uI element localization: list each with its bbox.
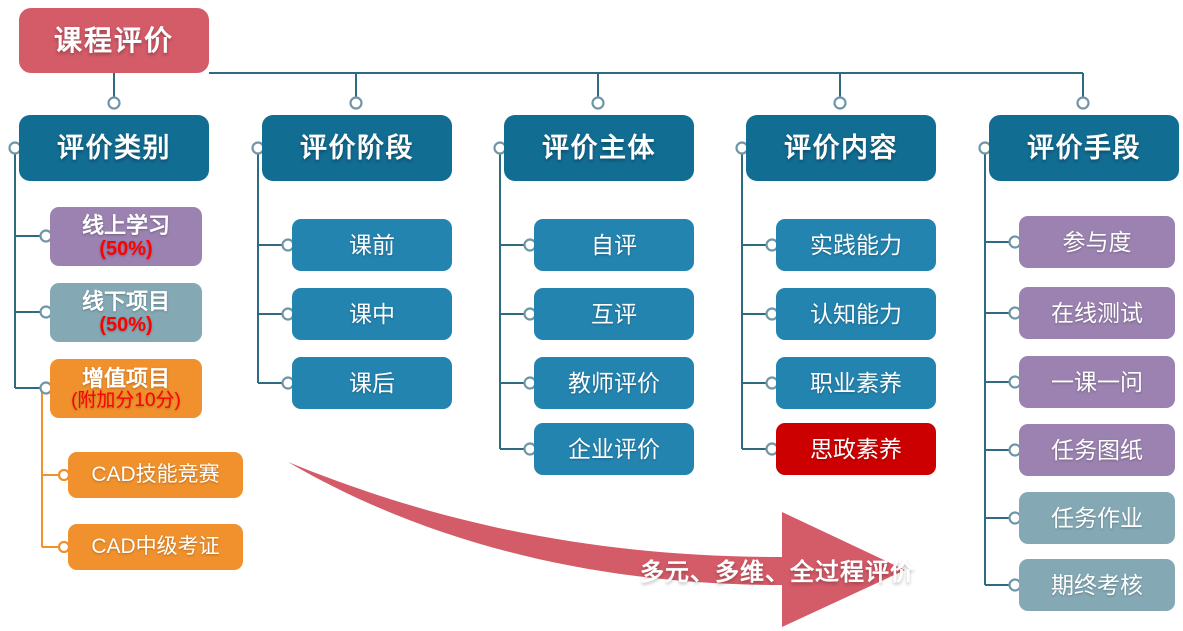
node-task-drawing[interactable]: 任务图纸: [1019, 424, 1175, 476]
node-label: 线下项目: [81, 289, 170, 315]
process-arrow: [288, 462, 905, 627]
node-professional-quality[interactable]: 职业素养: [776, 357, 936, 409]
node-task-assignment[interactable]: 任务作业: [1019, 492, 1175, 544]
column-header-label: 评价手段: [1027, 132, 1141, 163]
node-bonus: (附加分10分): [71, 390, 181, 412]
column-header-label: 评价内容: [784, 132, 898, 163]
node-label: 自评: [591, 231, 637, 258]
node-participation[interactable]: 参与度: [1019, 216, 1175, 268]
node-label: 期终考核: [1051, 571, 1143, 598]
node-offline-project[interactable]: 线下项目 (50%): [50, 283, 202, 342]
node-label: 增值项目: [81, 365, 170, 391]
column-header-label: 评价阶段: [300, 132, 414, 163]
root-node[interactable]: 课程评价: [19, 8, 209, 73]
column-header-evaluation-category[interactable]: 评价类别: [19, 115, 209, 181]
joint-col5-top: [1076, 96, 1090, 110]
node-peer-evaluation[interactable]: 互评: [534, 288, 694, 340]
node-label: 任务作业: [1051, 504, 1143, 531]
joint-col1-top: [107, 96, 121, 110]
root-node-label: 课程评价: [53, 24, 174, 56]
node-final-assessment[interactable]: 期终考核: [1019, 559, 1175, 611]
column-header-evaluation-content[interactable]: 评价内容: [746, 115, 936, 181]
node-label: 课中: [349, 300, 395, 327]
node-cad-skills-competition[interactable]: CAD技能竞赛: [68, 452, 243, 498]
node-label: 一课一问: [1051, 368, 1143, 395]
node-weight: (50%): [99, 237, 153, 260]
node-label: 任务图纸: [1051, 436, 1143, 463]
node-practical-ability[interactable]: 实践能力: [776, 219, 936, 271]
joint-col4-top: [833, 96, 847, 110]
node-label: 教师评价: [568, 369, 660, 396]
column-header-label: 评价主体: [542, 132, 656, 163]
node-label: 课前: [349, 231, 395, 258]
column-header-evaluation-method[interactable]: 评价手段: [989, 115, 1179, 181]
node-cognitive-ability[interactable]: 认知能力: [776, 288, 936, 340]
node-weight: (50%): [99, 313, 153, 336]
node-label: 互评: [591, 300, 637, 327]
node-cad-intermediate-certificate[interactable]: CAD中级考证: [68, 524, 243, 570]
joint-col2-top: [349, 96, 363, 110]
node-label: 企业评价: [568, 435, 660, 462]
node-label: CAD中级考证: [91, 534, 220, 558]
node-label: 职业素养: [810, 369, 902, 396]
column-header-evaluation-subject[interactable]: 评价主体: [504, 115, 694, 181]
node-label: 线上学习: [81, 213, 170, 239]
node-after-class[interactable]: 课后: [292, 357, 452, 409]
node-value-added-project[interactable]: 增值项目 (附加分10分): [50, 359, 202, 418]
node-label: 在线测试: [1051, 299, 1143, 326]
node-before-class[interactable]: 课前: [292, 219, 452, 271]
node-label: 课后: [349, 369, 395, 396]
joint-col3-top: [591, 96, 605, 110]
node-self-evaluation[interactable]: 自评: [534, 219, 694, 271]
node-online-learning[interactable]: 线上学习 (50%): [50, 207, 202, 266]
node-label: 思政素养: [810, 435, 902, 462]
node-online-test[interactable]: 在线测试: [1019, 287, 1175, 339]
node-label: 参与度: [1062, 228, 1132, 255]
node-during-class[interactable]: 课中: [292, 288, 452, 340]
node-label: 认知能力: [810, 300, 902, 327]
node-ideological-political-quality[interactable]: 思政素养: [776, 423, 936, 475]
node-one-question-per-lesson[interactable]: 一课一问: [1019, 356, 1175, 408]
node-enterprise-evaluation[interactable]: 企业评价: [534, 423, 694, 475]
column-header-label: 评价类别: [57, 132, 171, 163]
node-teacher-evaluation[interactable]: 教师评价: [534, 357, 694, 409]
node-label: CAD技能竞赛: [91, 462, 220, 486]
node-label: 实践能力: [810, 231, 902, 258]
process-arrow-label: 多元、多维、全过程评价: [640, 559, 915, 586]
column-header-evaluation-stage[interactable]: 评价阶段: [262, 115, 452, 181]
